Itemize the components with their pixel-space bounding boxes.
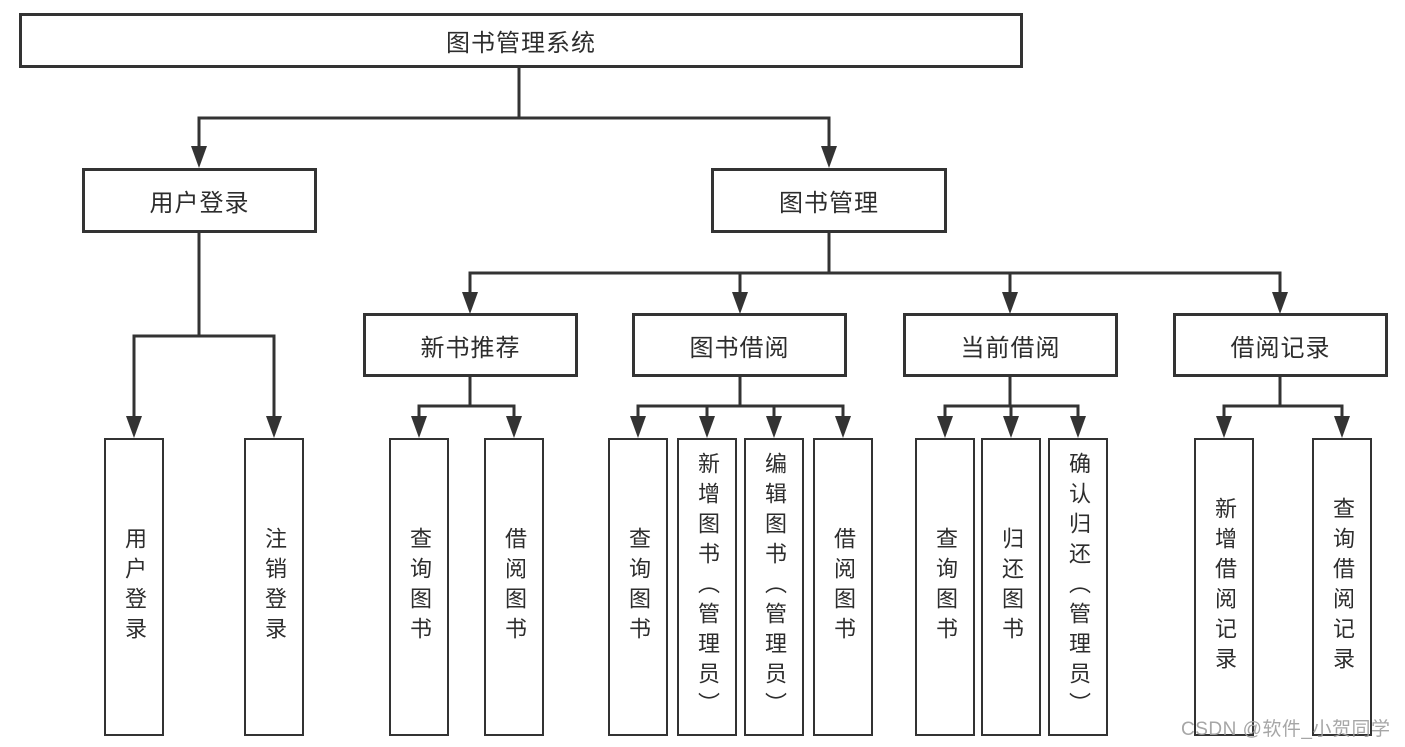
leaf-nbr-query-books: 查询图书 (389, 438, 449, 736)
leaf-cb-confirm-return-admin: 确认归还（管理员） (1048, 438, 1108, 736)
node-book-borrowing: 图书借阅 (632, 313, 847, 377)
leaf-bb-borrow-books: 借阅图书 (813, 438, 873, 736)
leaf-bb-query-books: 查询图书 (608, 438, 668, 736)
node-book-management: 图书管理 (711, 168, 947, 233)
node-borrowing-records: 借阅记录 (1173, 313, 1388, 377)
leaf-cb-query-books: 查询图书 (915, 438, 975, 736)
node-current-borrowing: 当前借阅 (903, 313, 1118, 377)
leaf-br-add-borrow-record: 新增借阅记录 (1194, 438, 1254, 736)
node-new-book-recommendation: 新书推荐 (363, 313, 578, 377)
leaf-bb-add-books-admin: 新增图书（管理员） (677, 438, 737, 736)
leaf-user-login: 用户登录 (104, 438, 164, 736)
leaf-cb-return-books: 归还图书 (981, 438, 1041, 736)
node-user-login: 用户登录 (82, 168, 317, 233)
leaf-bb-edit-books-admin: 编辑图书（管理员） (744, 438, 804, 736)
node-library-system: 图书管理系统 (19, 13, 1023, 68)
leaf-logout-login: 注销登录 (244, 438, 304, 736)
leaf-nbr-borrow-books: 借阅图书 (484, 438, 544, 736)
csdn-watermark: CSDN @软件_小贺同学 (1181, 719, 1391, 740)
leaf-br-query-borrow-record: 查询借阅记录 (1312, 438, 1372, 736)
